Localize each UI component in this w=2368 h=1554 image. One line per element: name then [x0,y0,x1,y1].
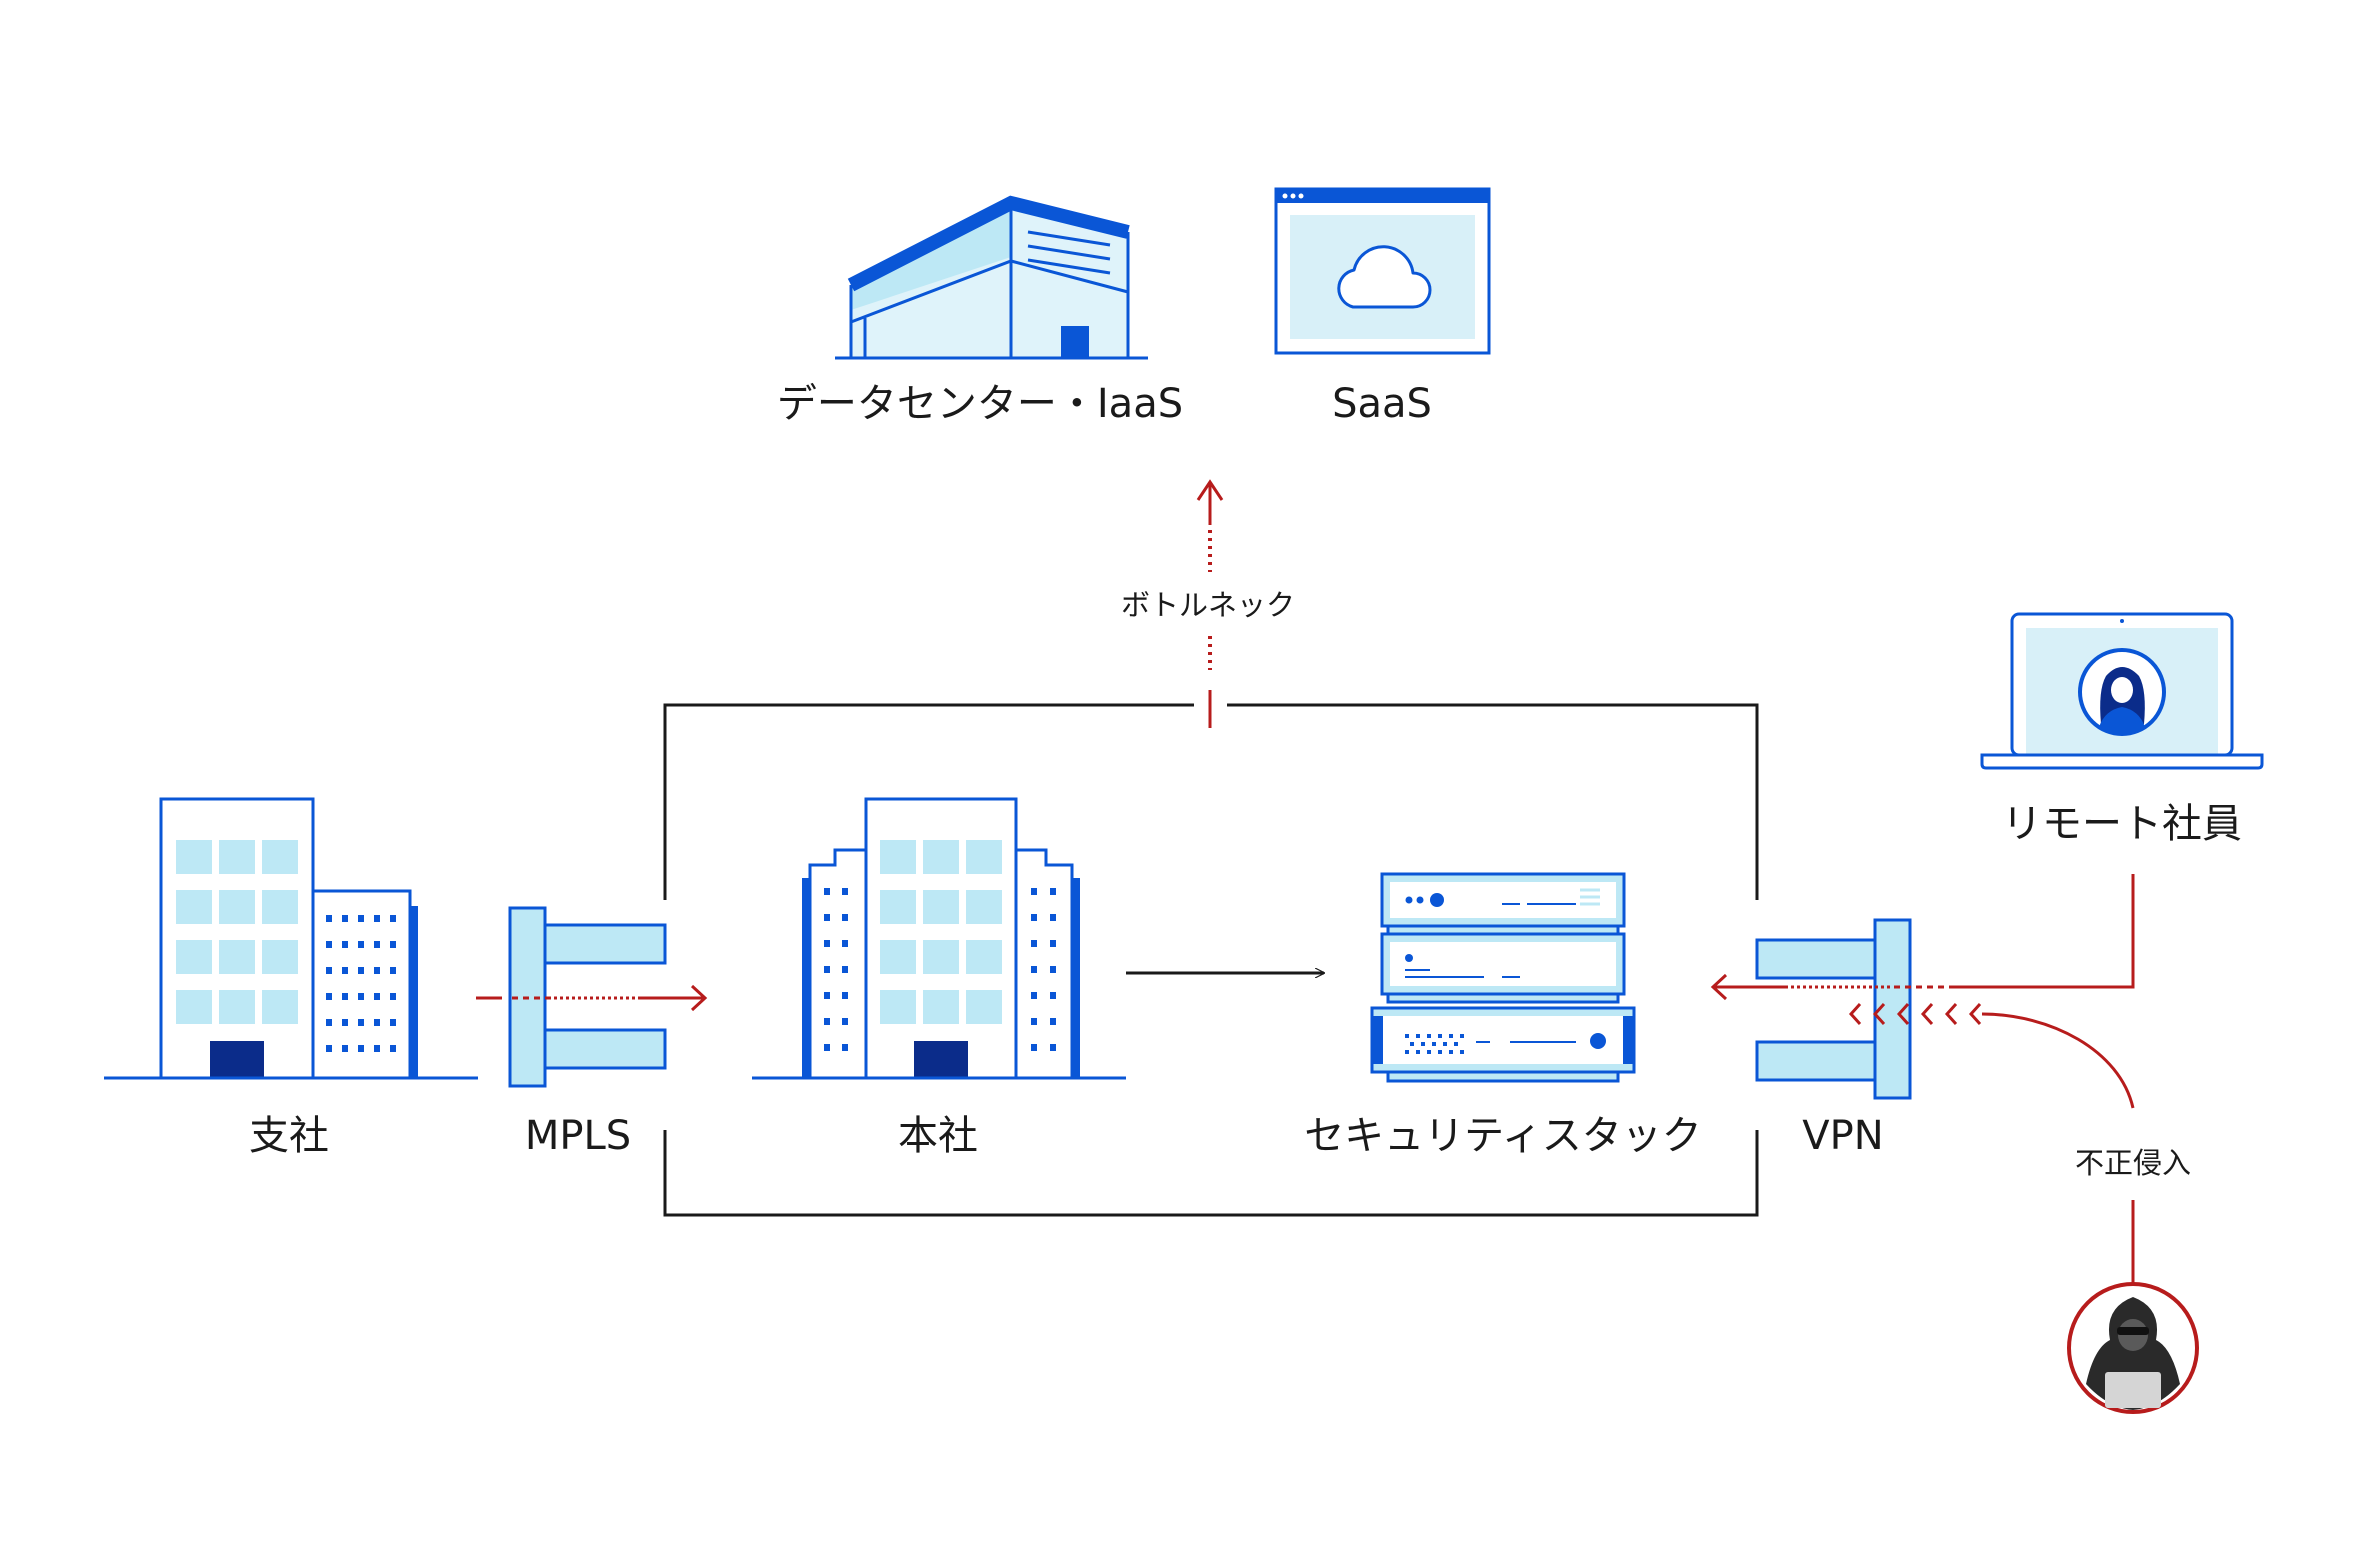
hq-label: 本社 [898,1113,978,1159]
cloud-icon [1337,245,1432,309]
security-stack-label: セキュリティスタック [1304,1113,1702,1159]
bottleneck-label: ボトルネック [1121,588,1295,622]
vpn-tunnel-icon [1755,918,1912,1100]
branch-label: 支社 [249,1113,329,1159]
intrusion-chevrons-icon [1848,1002,1982,1026]
remote-laptop-icon [1980,612,2264,770]
datacenter-icon [835,195,1148,360]
mpls-traffic-arrow [476,984,708,1012]
intrusion-label: 不正侵入 [2075,1146,2191,1180]
vpn-label: VPN [1802,1113,1883,1159]
bottleneck-arrow [1196,479,1224,728]
saas-browser-icon [1274,187,1491,355]
remote-traffic-arrow [1710,874,2135,1001]
datacenter-label: データセンター・IaaS [777,381,1183,427]
saas-label: SaaS [1332,381,1432,427]
hacker-icon [2067,1282,2199,1414]
hq-building-icon [752,797,1126,1080]
intrusion-path [1848,1002,2135,1286]
network-loop [663,703,1759,1217]
mpls-label: MPLS [525,1113,631,1159]
remote-employee-label: リモート社員 [2002,801,2242,847]
security-stack-icon [1370,872,1636,1083]
branch-building-icon [104,797,478,1080]
user-avatar-icon [2078,648,2166,736]
